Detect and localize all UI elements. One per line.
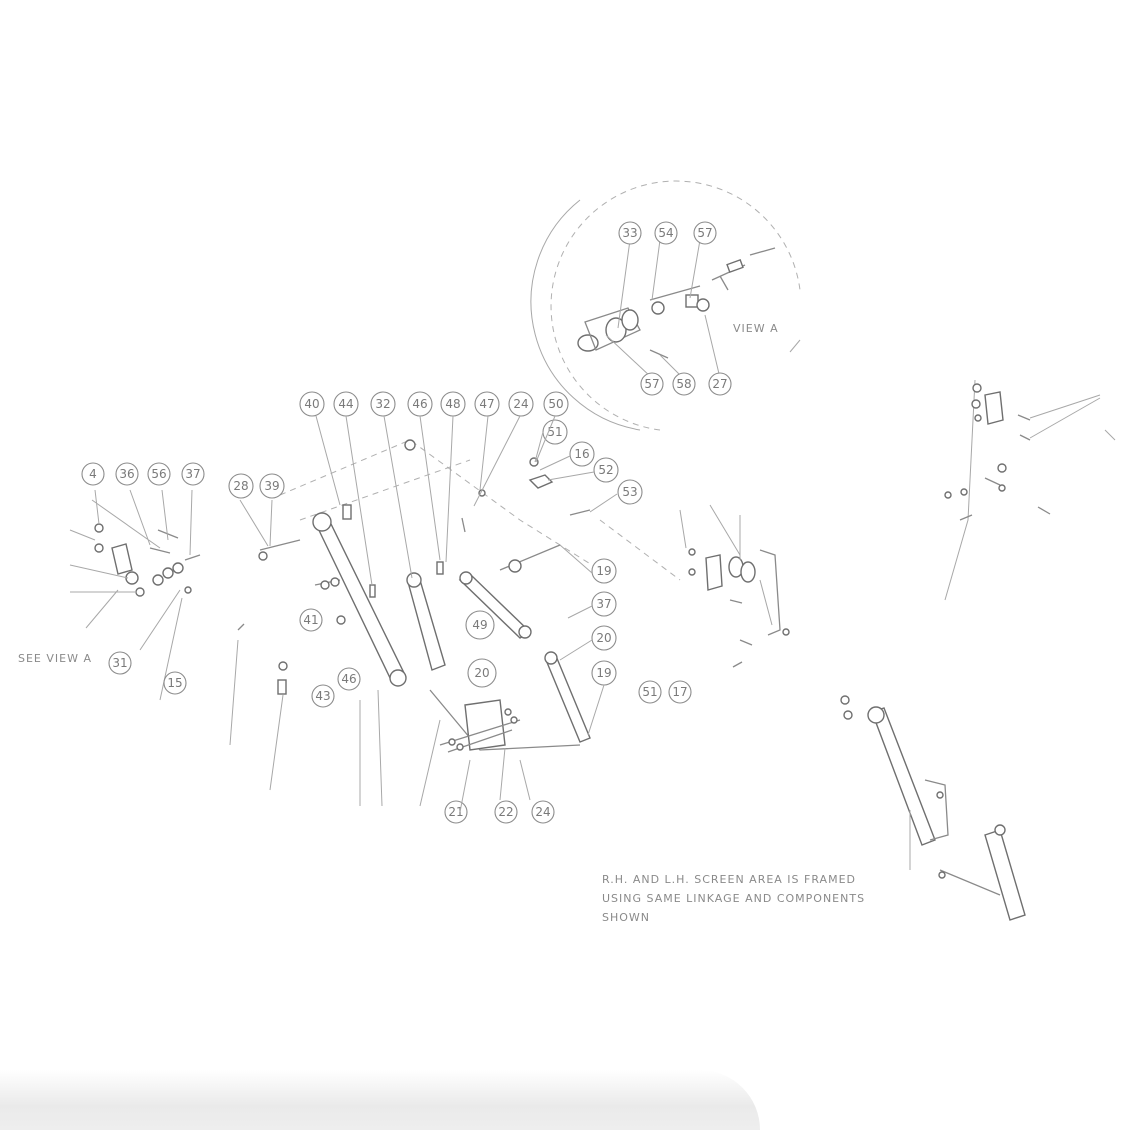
callout-37-mid: 37 — [591, 591, 617, 617]
callout-46: 46 — [407, 391, 433, 417]
callout-17: 17 — [668, 680, 692, 704]
svg-text:20: 20 — [474, 666, 489, 680]
callout-4: 4 — [81, 462, 105, 486]
callout-41: 41 — [299, 608, 323, 632]
svg-text:40: 40 — [304, 397, 319, 411]
bottom-shadow — [0, 1070, 760, 1130]
svg-text:37: 37 — [596, 597, 611, 611]
callout-54: 54 — [654, 221, 678, 245]
callout-31: 31 — [108, 651, 132, 675]
callout-16: 16 — [569, 441, 595, 467]
callout-49: 49 — [465, 610, 495, 640]
callout-22: 22 — [494, 800, 518, 824]
callout-24: 24 — [508, 391, 534, 417]
view-a-pin-assembly — [577, 239, 776, 379]
svg-text:17: 17 — [672, 685, 687, 699]
svg-text:51: 51 — [642, 685, 657, 699]
svg-text:57: 57 — [697, 226, 712, 240]
svg-text:27: 27 — [712, 377, 727, 391]
note-line-2: USING SAME LINKAGE AND COMPONENTS — [602, 892, 865, 905]
callout-19-lower: 19 — [591, 660, 617, 686]
svg-text:19: 19 — [596, 666, 611, 680]
svg-text:20: 20 — [596, 631, 611, 645]
svg-text:16: 16 — [574, 447, 589, 461]
svg-text:4: 4 — [89, 467, 97, 481]
svg-text:28: 28 — [233, 479, 248, 493]
leader-lines — [229, 415, 618, 813]
callout-50: 50 — [543, 391, 569, 417]
svg-text:24: 24 — [513, 397, 528, 411]
svg-text:57: 57 — [644, 377, 659, 391]
svg-text:44: 44 — [338, 397, 353, 411]
callout-28: 28 — [228, 473, 254, 499]
svg-text:52: 52 — [598, 463, 613, 477]
view-a-label: VIEW A — [733, 322, 779, 335]
svg-text:19: 19 — [596, 564, 611, 578]
right-upper-bracket — [944, 379, 1116, 601]
callout-44: 44 — [333, 391, 359, 417]
callout-51: 51 — [542, 419, 568, 445]
annotation-text: SEE VIEW A R.H. AND L.H. SCREEN AREA IS … — [18, 652, 865, 924]
svg-text:24: 24 — [535, 805, 550, 819]
svg-text:46: 46 — [412, 397, 427, 411]
svg-text:37: 37 — [185, 467, 200, 481]
callout-20-lower: 20 — [467, 658, 497, 688]
callout-39: 39 — [259, 473, 285, 499]
callout-48: 48 — [440, 391, 466, 417]
callout-21: 21 — [444, 800, 468, 824]
svg-text:54: 54 — [658, 226, 673, 240]
middle-right-bracket — [599, 504, 790, 668]
view-a-detail: VIEW A — [530, 180, 801, 431]
svg-text:43: 43 — [315, 689, 330, 703]
svg-text:53: 53 — [622, 485, 637, 499]
callout-19-upper: 19 — [591, 558, 617, 584]
see-view-a-label: SEE VIEW A — [18, 652, 92, 665]
callout-58: 58 — [672, 372, 696, 396]
svg-text:50: 50 — [548, 397, 563, 411]
callout-52: 52 — [593, 457, 619, 483]
svg-text:21: 21 — [448, 805, 463, 819]
callout-53: 53 — [617, 479, 643, 505]
callouts: 40 44 32 46 48 47 24 50 51 16 52 53 28 3… — [81, 221, 732, 824]
callout-36: 36 — [115, 462, 139, 486]
svg-text:39: 39 — [264, 479, 279, 493]
callout-32: 32 — [370, 391, 396, 417]
note-line-3: SHOWN — [602, 911, 650, 924]
note-line-1: R.H. AND L.H. SCREEN AREA IS FRAMED — [602, 873, 856, 886]
callout-51-lower: 51 — [638, 680, 662, 704]
callout-40: 40 — [299, 391, 325, 417]
svg-text:15: 15 — [167, 676, 182, 690]
svg-text:36: 36 — [119, 467, 134, 481]
svg-text:41: 41 — [303, 613, 318, 627]
svg-text:58: 58 — [676, 377, 691, 391]
callout-46-lower: 46 — [337, 667, 361, 691]
callout-57-top: 57 — [693, 221, 717, 245]
callout-24-lower: 24 — [531, 800, 555, 824]
callout-27: 27 — [708, 372, 732, 396]
lower-right-linkage — [840, 695, 1026, 921]
svg-text:47: 47 — [479, 397, 494, 411]
svg-text:31: 31 — [112, 656, 127, 670]
callout-15: 15 — [163, 671, 187, 695]
svg-text:49: 49 — [472, 618, 487, 632]
svg-text:51: 51 — [547, 425, 562, 439]
svg-text:48: 48 — [445, 397, 460, 411]
callout-20-upper: 20 — [591, 625, 617, 651]
svg-text:32: 32 — [375, 397, 390, 411]
svg-text:22: 22 — [498, 805, 513, 819]
callout-57-bottom: 57 — [640, 372, 664, 396]
svg-text:56: 56 — [151, 467, 166, 481]
callout-37-top: 37 — [181, 462, 205, 486]
svg-text:46: 46 — [341, 672, 356, 686]
svg-text:33: 33 — [622, 226, 637, 240]
callout-47: 47 — [474, 391, 500, 417]
left-bracket-cluster — [69, 489, 273, 701]
callout-56: 56 — [147, 462, 171, 486]
callout-43: 43 — [311, 684, 335, 708]
main-linkage — [237, 439, 601, 753]
callout-33: 33 — [618, 221, 642, 245]
